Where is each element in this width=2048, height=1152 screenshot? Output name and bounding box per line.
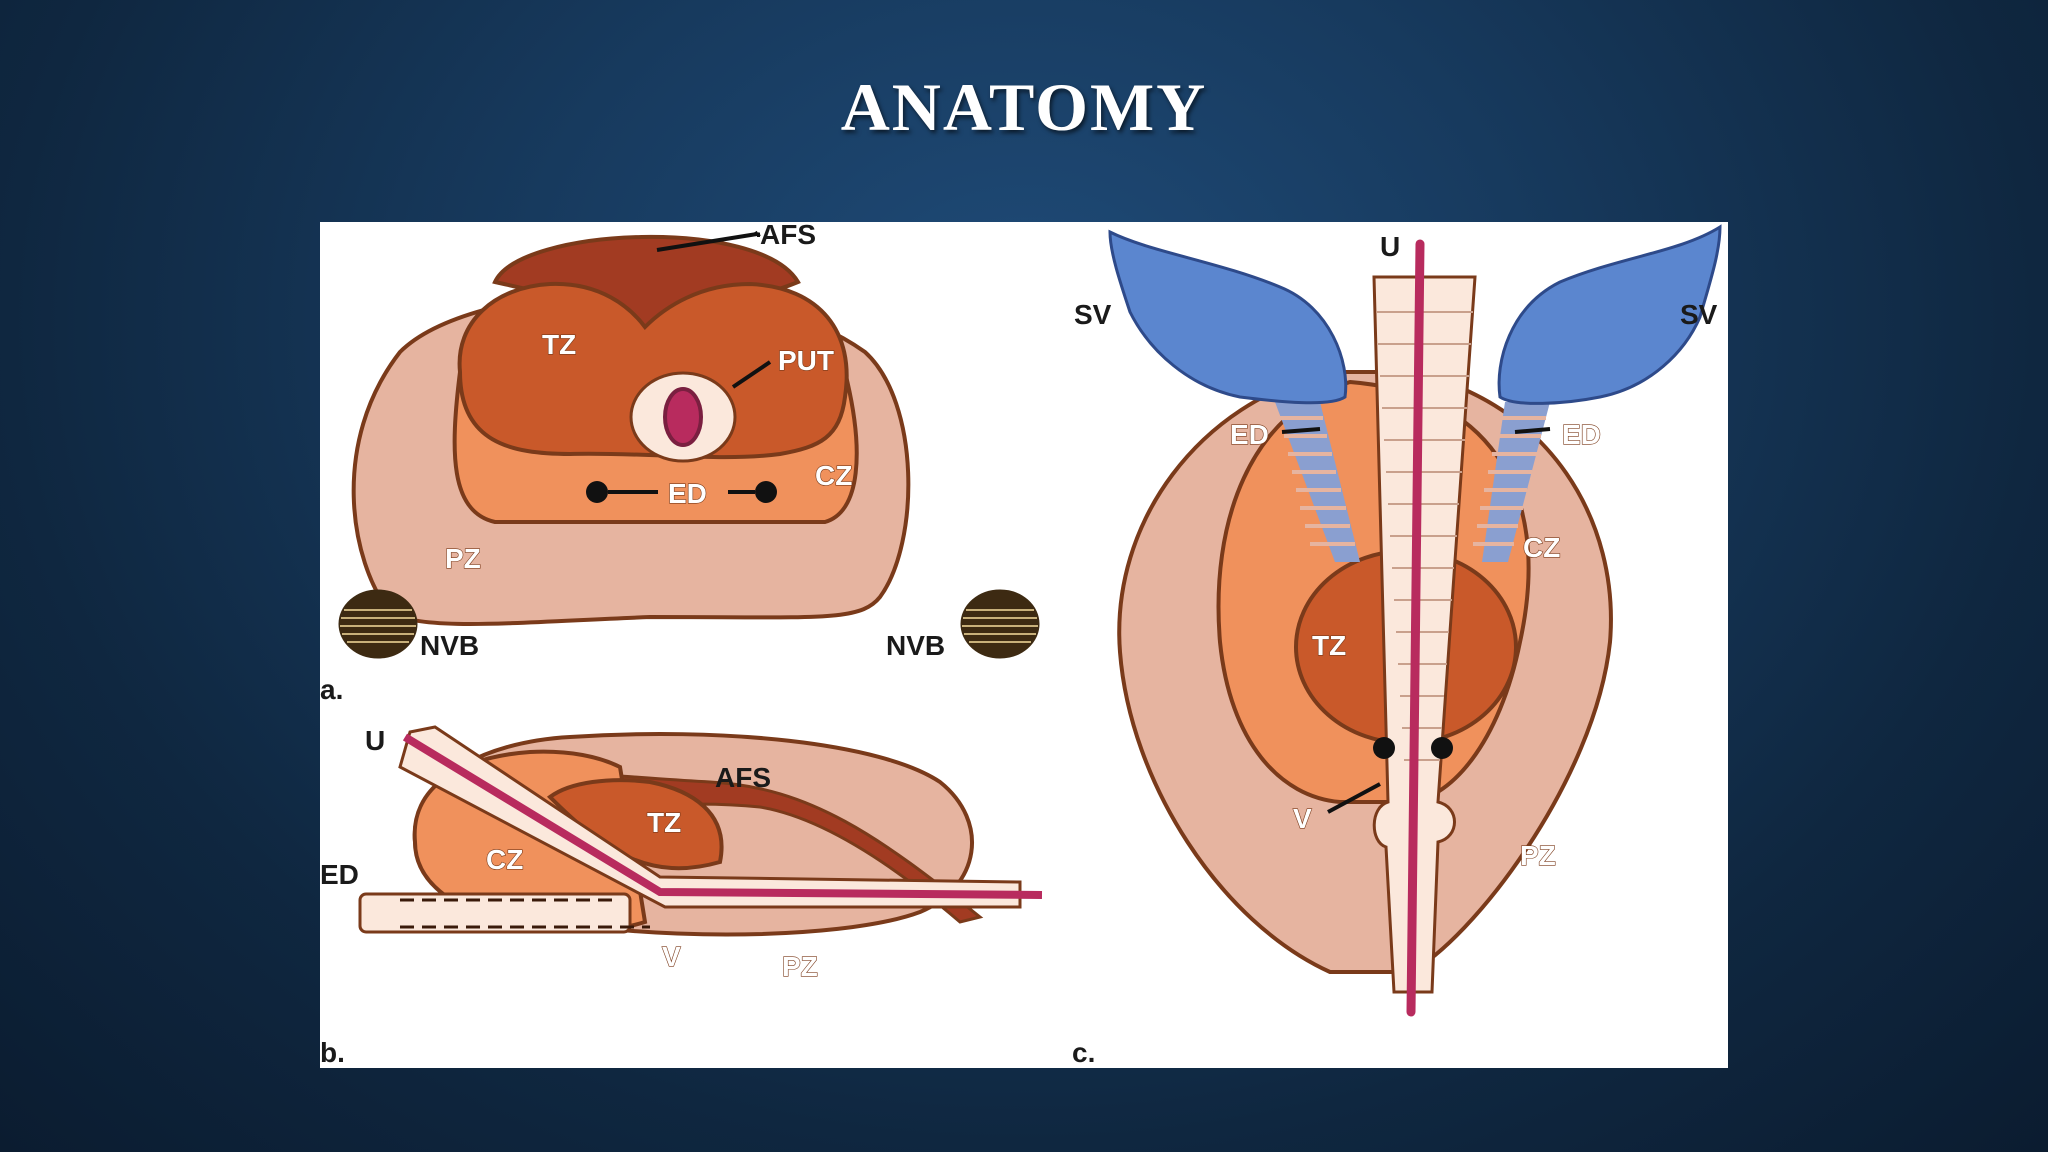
- panel-a-tz-region: [457, 281, 849, 460]
- panel-c-sv-left-label: SV: [1074, 299, 1112, 330]
- panel-c-sv-right-label: SV: [1680, 299, 1718, 330]
- panel-b-ed-label: ED: [320, 859, 359, 890]
- panel-c-ed-right-dot: [1431, 737, 1453, 759]
- panel-c-v-label: V: [1293, 803, 1312, 834]
- slide-title: ANATOMY: [840, 69, 1208, 145]
- panel-a-ed-left-dot: [586, 481, 608, 503]
- panel-a-afs-label: AFS: [760, 222, 816, 250]
- panel-c-cz-label: CZ: [1523, 532, 1560, 563]
- panel-a-nvb-right-label: NVB: [886, 630, 945, 661]
- panel-a-tz-label: TZ: [542, 329, 576, 360]
- panel-b-pz-label: PZ: [782, 951, 818, 982]
- panel-b: U AFS TZ CZ ED V PZ b.: [320, 725, 1043, 1068]
- panel-c-ed-left-label: ED: [1230, 419, 1269, 450]
- panel-a-put-label: PUT: [778, 345, 834, 376]
- panel-b-ed-duct: [358, 892, 632, 934]
- panel-a-nvb-right: [960, 589, 1040, 659]
- panel-c-v-leader: [1327, 782, 1381, 814]
- panel-c: U SV SV ED ED CZ TZ V PZ c.: [1072, 224, 1722, 1068]
- panel-b-afs-label: AFS: [715, 762, 771, 793]
- panel-c-caption: c.: [1072, 1037, 1095, 1068]
- panel-c-pz-label: PZ: [1520, 840, 1556, 871]
- panel-b-tz-label: TZ: [647, 807, 681, 838]
- panel-c-ed-right-leader: [1514, 427, 1551, 434]
- panel-c-urethra-tube: [1372, 275, 1477, 994]
- panel-c-ed-right-label: ED: [1562, 419, 1601, 450]
- panel-c-sv-left: [1108, 229, 1348, 405]
- panel-c-tz-label: TZ: [1312, 630, 1346, 661]
- panel-a-nvb-left: [338, 589, 418, 659]
- panel-a-caption: a.: [320, 674, 343, 705]
- panel-b-caption: b.: [320, 1037, 345, 1068]
- panel-b-v-label: V: [662, 941, 681, 972]
- panel-a-afs-leader-drawing: [656, 232, 758, 252]
- panel-c-ed-left-leader: [1281, 427, 1321, 434]
- anatomy-diagram: AFS TZ PUT CZ ED PZ NVB NVB a.: [320, 222, 1722, 1068]
- panel-b-urethra-line: [402, 733, 1043, 899]
- panel-a-ed-label: ED: [668, 478, 707, 509]
- panel-a-nvb-left-label: NVB: [420, 630, 479, 661]
- panel-c-sv-right: [1497, 224, 1722, 405]
- panel-a-cz-label: CZ: [815, 460, 852, 491]
- anatomy-figure: AFS TZ PUT CZ ED PZ NVB NVB a.: [320, 222, 1728, 1068]
- panel-a-put-lumen: [663, 387, 703, 447]
- panel-c-urethra-line: [1406, 239, 1425, 1017]
- panel-b-cz-label: CZ: [486, 844, 523, 875]
- panel-c-ed-left-duct: [1275, 402, 1360, 562]
- panel-c-ed-right-duct: [1473, 402, 1550, 562]
- panel-b-u-label: U: [365, 725, 385, 756]
- panel-a-ed-right-dot: [755, 481, 777, 503]
- panel-a-put-leader: [731, 360, 772, 389]
- panel-c-u-label: U: [1380, 231, 1400, 262]
- panel-c-ed-left-dot: [1373, 737, 1395, 759]
- panel-a: AFS TZ PUT CZ ED PZ NVB NVB a.: [320, 222, 1040, 705]
- panel-a-pz-label: PZ: [445, 543, 481, 574]
- panel-c-urethra-rungs: [1376, 311, 1473, 761]
